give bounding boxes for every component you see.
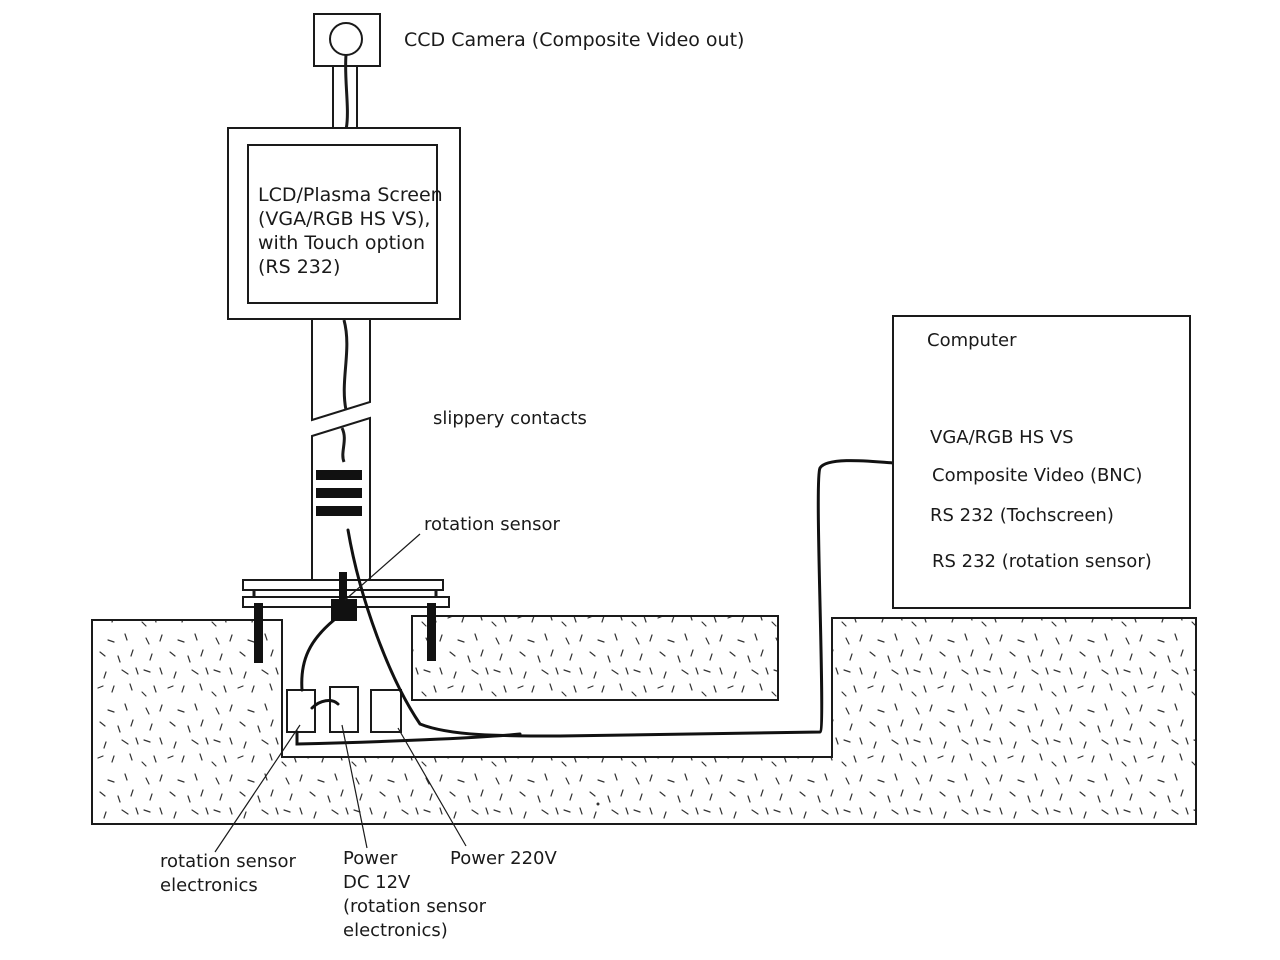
slip-contact-1 (316, 470, 362, 480)
power-dc-line-2: DC 12V (343, 872, 411, 893)
cable-sensor (300, 618, 336, 692)
power-dc-line-4: electronics) (343, 920, 448, 941)
computer-port-4: RS 232 (rotation sensor) (932, 551, 1152, 572)
computer-port-3: RS 232 (Tochscreen) (930, 505, 1114, 526)
rotation-sensor-electronics-label: rotation sensor electronics (160, 850, 296, 898)
cable-main (346, 459, 895, 738)
leader-rotation-sensor (344, 533, 421, 601)
pole-lower (311, 416, 371, 581)
screen-label-line-1: LCD/Plasma Screen (258, 184, 443, 206)
power-dc-line-3: (rotation sensor (343, 896, 486, 917)
rotation-sensor-electronics-box (286, 689, 316, 733)
channel (412, 701, 831, 756)
power-dc-line-1: Power (343, 848, 398, 869)
rotation-sensor-label: rotation sensor (424, 514, 560, 535)
screen-label: LCD/Plasma Screen (VGA/RGB HS VS), with … (258, 183, 443, 279)
slip-contact-2 (316, 488, 362, 498)
power-220-box (370, 689, 402, 733)
rotation-sensor-shaft (339, 572, 347, 600)
computer-port-2: Composite Video (BNC) (932, 465, 1143, 486)
computer-box (892, 315, 1191, 609)
rotation-sensor (331, 599, 357, 621)
screen-panel (247, 144, 438, 304)
screen-label-line-3: with Touch option (258, 232, 426, 254)
pole-upper (311, 318, 371, 422)
rse-label-line-2: electronics (160, 875, 258, 896)
camera-label: CCD Camera (Composite Video out) (404, 29, 745, 51)
computer-port-1: VGA/RGB HS VS (930, 427, 1074, 448)
floor-block (411, 615, 779, 701)
computer-title: Computer (927, 330, 1017, 351)
rse-label-line-1: rotation sensor (160, 851, 296, 872)
cable-dc (310, 699, 340, 710)
leader-power-220 (397, 727, 467, 847)
anchor-bolt-right (427, 603, 436, 661)
power-dc-label: Power DC 12V (rotation sensor electronic… (343, 847, 486, 943)
power-220-label: Power 220V (450, 848, 557, 869)
slip-contact-3 (316, 506, 362, 516)
leader-electronics (214, 724, 301, 853)
screen-label-line-4: (RS 232) (258, 256, 341, 278)
screen-label-line-2: (VGA/RGB HS VS), (258, 208, 431, 230)
anchor-bolt-left (254, 603, 263, 663)
power-dc-box (329, 686, 359, 733)
camera-lens (329, 22, 363, 56)
leader-power-dc (341, 724, 368, 849)
slippery-contacts-label: slippery contacts (433, 408, 587, 429)
